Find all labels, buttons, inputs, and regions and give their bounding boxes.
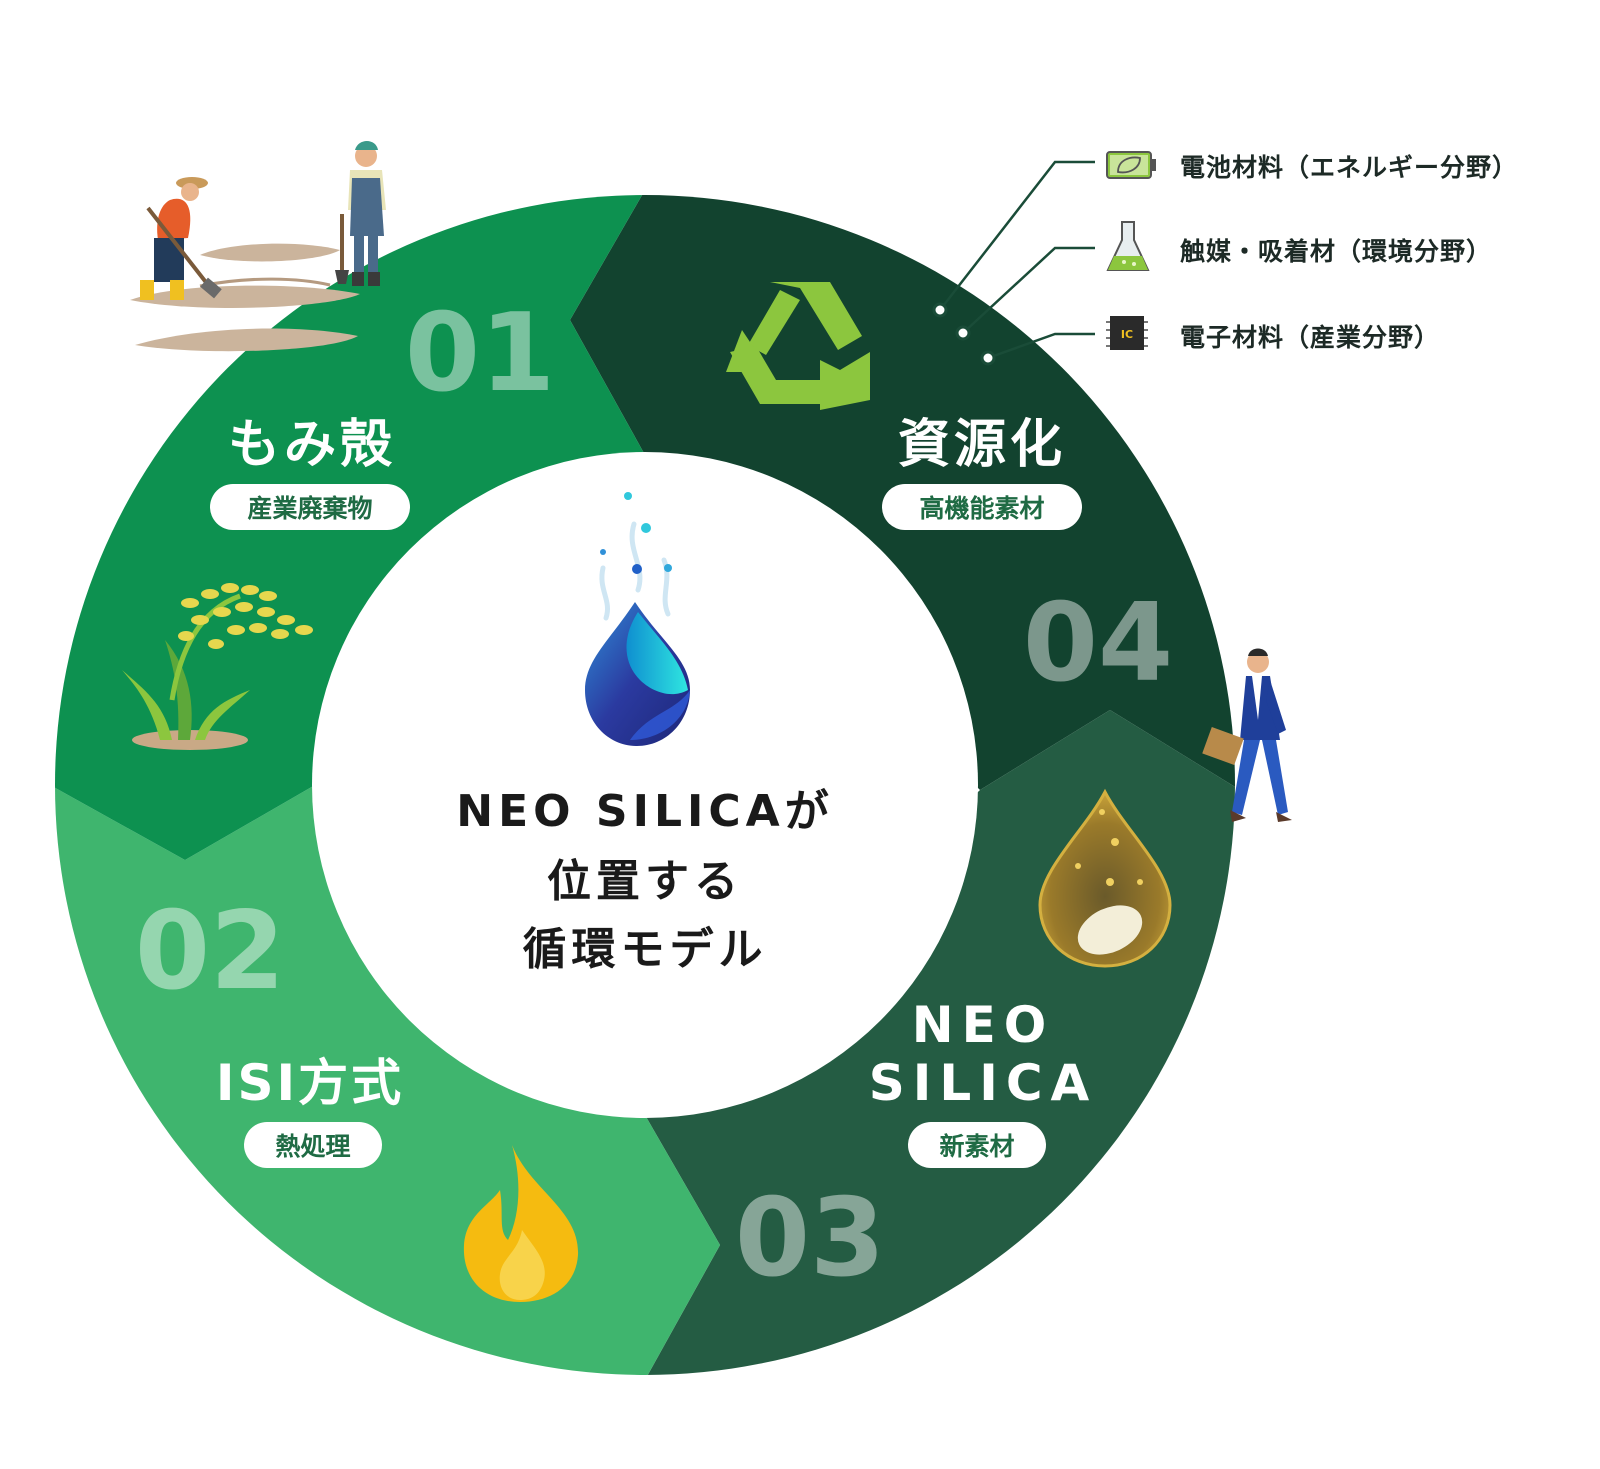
- callout-dots: [932, 302, 996, 366]
- center-title-line1: NEO SILICAが: [456, 786, 833, 837]
- badge-01: 産業廃棄物: [210, 484, 410, 530]
- application-electronic-label: 電子材料（産業分野）: [1180, 323, 1441, 352]
- step-number-04: 04: [1023, 581, 1173, 706]
- ic-chip-icon: IC: [1106, 316, 1148, 350]
- step-number-02: 02: [135, 889, 285, 1014]
- application-battery-label: 電池材料（エネルギー分野）: [1180, 153, 1519, 182]
- farmers-illustration: [130, 141, 386, 352]
- recycle-icon: [726, 282, 870, 410]
- badge-03: 新素材: [908, 1122, 1046, 1168]
- step-title-03-line2: SILICA: [869, 1054, 1097, 1112]
- step-number-03: 03: [735, 1176, 885, 1301]
- rice-plant-icon: [122, 583, 313, 750]
- badge-04: 高機能素材: [882, 484, 1082, 530]
- step-number-01: 01: [405, 291, 555, 416]
- center-circle: [312, 452, 978, 1118]
- center-title-line2: 位置する: [547, 856, 743, 907]
- application-catalyst-label: 触媒・吸着材（環境分野）: [1180, 237, 1493, 266]
- businessman-illustration: [1202, 648, 1292, 822]
- badge-03-label: 新素材: [939, 1132, 1014, 1161]
- flame-icon: [463, 1145, 579, 1302]
- ic-chip-label: IC: [1121, 328, 1133, 341]
- step-title-03-line1: NEO: [912, 996, 1055, 1054]
- badge-01-label: 産業廃棄物: [247, 494, 372, 523]
- step-title-02: ISI方式: [216, 1054, 404, 1112]
- step-title-01: もみ殻: [228, 415, 396, 475]
- neo-silica-drop-icon: [585, 492, 690, 746]
- badge-04-label: 高機能素材: [919, 494, 1044, 523]
- golden-drop-seed-icon: [1038, 788, 1172, 968]
- badge-02: 熱処理: [244, 1122, 382, 1168]
- application-callout-lines: [939, 160, 1095, 360]
- center-title-line3: 循環モデル: [523, 924, 768, 975]
- battery-leaf-icon: [1106, 151, 1156, 179]
- flask-icon: [1106, 221, 1150, 271]
- badge-02-label: 熱処理: [275, 1132, 350, 1161]
- step-title-04: 資源化: [898, 415, 1066, 475]
